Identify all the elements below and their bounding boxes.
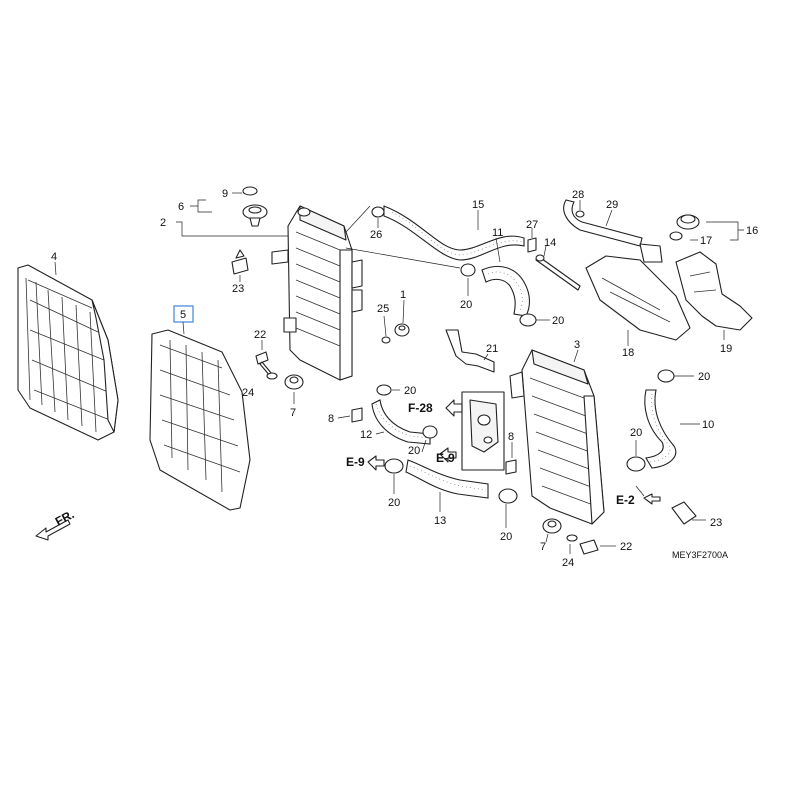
- bolt-part-22-right[interactable]: [579, 539, 599, 555]
- tank-cap-part-17[interactable]: [669, 214, 700, 241]
- hose-clamp-part-20-e[interactable]: [384, 458, 404, 474]
- reference-label-e-2: E-2: [616, 493, 635, 507]
- reference-e-9-right[interactable]: E-9: [436, 447, 457, 465]
- callout-7-left: 7: [290, 407, 296, 419]
- callout-4: 4: [51, 251, 57, 263]
- callout-20-f: 20: [500, 531, 512, 543]
- callout-24-right: 24: [562, 557, 574, 569]
- left-radiator-core[interactable]: [271, 205, 363, 381]
- collar-part-24-right[interactable]: [566, 534, 578, 542]
- clip-part-23-left[interactable]: [231, 249, 249, 275]
- reference-label-e-9-left: E-9: [346, 455, 365, 469]
- clip-part-23-right[interactable]: [671, 501, 697, 525]
- callout-9: 9: [222, 188, 228, 200]
- callout-15: 15: [472, 199, 484, 211]
- reserve-tank-part-18[interactable]: [585, 243, 691, 341]
- callout-27: 27: [526, 219, 538, 231]
- bolt-part-8-left[interactable]: [351, 407, 363, 423]
- hose-clamp-part-20-d[interactable]: [422, 425, 438, 439]
- callout-20-c: 20: [404, 385, 416, 397]
- reference-e-2[interactable]: E-2: [616, 485, 661, 507]
- callout-11: 11: [492, 227, 503, 239]
- callout-13: 13: [434, 515, 446, 527]
- reference-label-f-28: F-28: [408, 401, 433, 415]
- callout-21: 21: [486, 343, 498, 355]
- front-direction-arrow: FR.: [35, 507, 77, 541]
- hose-clamp-part-20-h[interactable]: [626, 456, 646, 472]
- callout-7-right: 7: [540, 541, 546, 553]
- callout-29: 29: [606, 199, 618, 211]
- bolt-part-8-right[interactable]: [505, 459, 517, 475]
- drawing-code: MEY3F2700A: [672, 550, 728, 560]
- callout-22-left: 22: [254, 329, 266, 341]
- callout-20-g: 20: [698, 371, 710, 383]
- collar-part-24-left[interactable]: [266, 372, 278, 380]
- callout-23-left: 23: [232, 283, 244, 295]
- bracket-part-21[interactable]: [445, 329, 495, 373]
- callout-18: 18: [622, 347, 634, 359]
- callout-23-right: 23: [710, 517, 722, 529]
- callout-20-b: 20: [552, 315, 564, 327]
- callout-20-d: 20: [408, 445, 420, 457]
- bolt-part-22-left[interactable]: [255, 351, 273, 377]
- clip-part-28[interactable]: [575, 210, 585, 218]
- callout-14: 14: [544, 237, 556, 249]
- callout-24-left: 24: [242, 387, 254, 399]
- seal-ring-part-9[interactable]: [242, 186, 258, 196]
- radiator-hose-part-11[interactable]: [481, 265, 531, 317]
- callout-3: 3: [574, 339, 580, 351]
- screw-part-27[interactable]: [527, 237, 537, 253]
- radiator-cap-part-6[interactable]: [242, 204, 268, 227]
- callout-26: 26: [370, 229, 382, 241]
- bolt-part-14[interactable]: [535, 254, 581, 291]
- hose-clamp-part-20-a[interactable]: [460, 263, 476, 277]
- callout-28: 28: [572, 189, 584, 201]
- callout-17: 17: [700, 235, 712, 247]
- callout-20-a: 20: [460, 299, 472, 311]
- clamp-part-26[interactable]: [371, 206, 385, 218]
- callout-19: 19: [720, 343, 732, 355]
- tank-cover-part-19[interactable]: [675, 251, 753, 331]
- radiator-grille-part-5[interactable]: [149, 329, 251, 511]
- callout-2: 2: [160, 217, 166, 229]
- radiator-hose-part-12[interactable]: [371, 399, 431, 445]
- callout-12: 12: [360, 429, 372, 441]
- radiator-hose-part-10[interactable]: [644, 389, 677, 469]
- thermostat-housing[interactable]: [461, 391, 505, 471]
- callout-20-e: 20: [388, 497, 400, 509]
- callout-16: 16: [746, 225, 758, 237]
- washer-part-25[interactable]: [381, 336, 391, 344]
- callout-1: 1: [400, 289, 406, 301]
- callout-20-h: 20: [630, 427, 642, 439]
- reference-f-28[interactable]: F-28: [408, 399, 463, 417]
- drain-bolt-part-1[interactable]: [394, 323, 410, 337]
- hose-clamp-part-20-g[interactable]: [657, 369, 675, 383]
- callout-6: 6: [178, 201, 184, 213]
- hose-clamp-part-20-b[interactable]: [519, 313, 537, 327]
- reference-label-e-9-right: E-9: [436, 451, 455, 465]
- radiator-shroud-part-4[interactable]: [17, 264, 119, 441]
- callout-8-left: 8: [328, 413, 334, 425]
- front-direction-label: FR.: [53, 507, 77, 528]
- radiator-hose-part-13[interactable]: [405, 459, 489, 499]
- right-radiator-part-3[interactable]: [509, 349, 605, 525]
- callout-22-right: 22: [620, 541, 632, 553]
- reference-e-9-left[interactable]: E-9: [346, 455, 385, 471]
- overflow-tube-part-29[interactable]: [563, 199, 643, 247]
- highlight-box-part-5: [173, 305, 194, 323]
- callout-8-right: 8: [508, 431, 514, 443]
- grommet-part-7-left[interactable]: [284, 374, 304, 390]
- breather-hose-part-15[interactable]: [383, 205, 525, 261]
- hose-clamp-part-20-c[interactable]: [376, 384, 392, 396]
- callout-5: 5: [180, 309, 186, 321]
- hose-clamp-part-20-f[interactable]: [498, 488, 518, 504]
- grommet-part-7-right[interactable]: [542, 518, 562, 534]
- callout-25: 25: [377, 303, 389, 315]
- callout-10: 10: [702, 419, 714, 431]
